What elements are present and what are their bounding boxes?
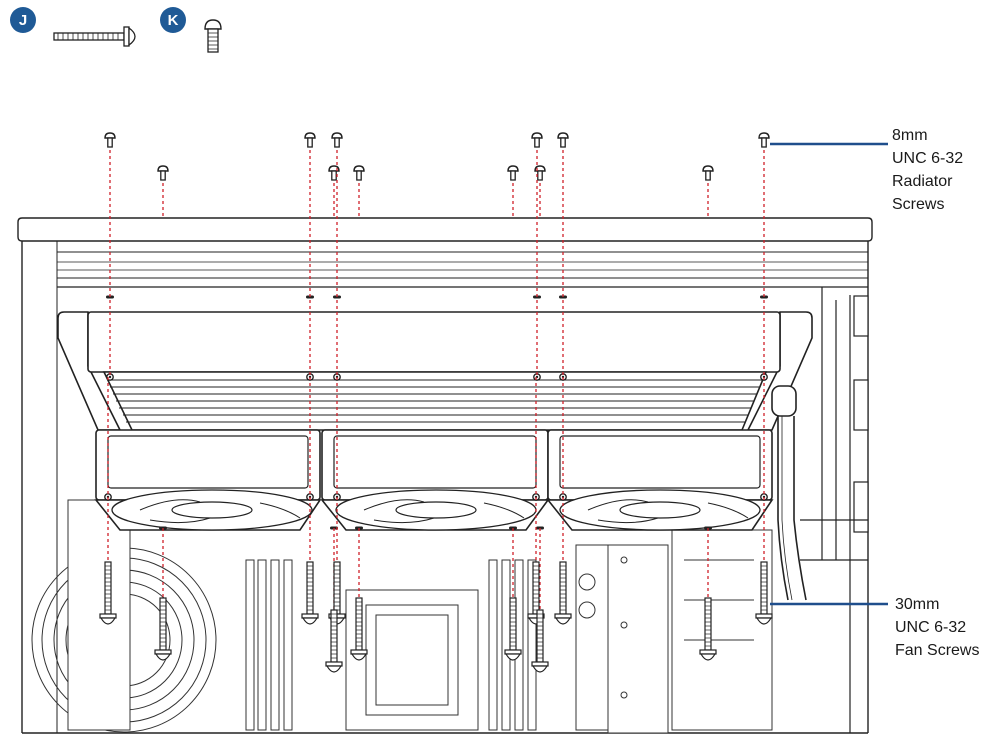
callout-line: Fan Screws bbox=[895, 642, 980, 659]
fan-center bbox=[320, 429, 550, 531]
fan-left bbox=[94, 429, 322, 531]
radiator-guide-lines bbox=[109, 150, 765, 377]
radiator-screws-callout: 8mm UNC 6-32 Radiator Screws bbox=[892, 124, 963, 216]
radiator-screw bbox=[104, 132, 116, 148]
callout-leaders bbox=[770, 142, 888, 606]
callout-line: 8mm bbox=[892, 127, 928, 144]
radiator-screw bbox=[758, 132, 770, 148]
fan-screw bbox=[301, 561, 319, 625]
coolant-tubes bbox=[771, 385, 807, 601]
callout-line: Screws bbox=[892, 196, 945, 213]
radiator-screw bbox=[331, 132, 343, 148]
radiator bbox=[57, 311, 813, 431]
callout-line: UNC 6-32 bbox=[892, 150, 964, 167]
callout-line: UNC 6-32 bbox=[895, 619, 967, 636]
fan-screw bbox=[350, 597, 368, 661]
fan-screws bbox=[99, 561, 773, 673]
badge-k: K bbox=[160, 7, 186, 33]
fan-screw bbox=[554, 561, 572, 625]
radiator-screw bbox=[304, 132, 316, 148]
callout-line: 30mm bbox=[895, 596, 940, 613]
fan-screw bbox=[755, 561, 773, 625]
radiator-screw bbox=[353, 165, 365, 181]
fan-screw bbox=[154, 597, 172, 661]
fan-screws-callout: 30mm UNC 6-32 Fan Screws bbox=[895, 593, 979, 662]
motherboard bbox=[31, 499, 773, 734]
case-top-panel bbox=[17, 217, 873, 734]
fan-screw bbox=[325, 609, 343, 673]
case-right-wall bbox=[800, 287, 869, 733]
callout-line: Radiator bbox=[892, 173, 953, 190]
parts-legend bbox=[53, 19, 222, 53]
long-screw-icon bbox=[53, 26, 136, 47]
radiator-screw bbox=[507, 165, 519, 181]
radiator-screws bbox=[104, 132, 770, 181]
radiator-screw bbox=[702, 165, 714, 181]
fan-screw bbox=[531, 609, 549, 673]
radiator-screw bbox=[157, 165, 169, 181]
radiator-screw bbox=[531, 132, 543, 148]
fan-screw bbox=[99, 561, 117, 625]
fan-screw bbox=[699, 597, 717, 661]
fan-screw bbox=[504, 597, 522, 661]
fan-screw bbox=[527, 561, 545, 625]
radiator-screw bbox=[557, 132, 569, 148]
short-screw-icon bbox=[204, 19, 222, 53]
badge-j: J bbox=[10, 7, 36, 33]
fan-right bbox=[546, 429, 774, 531]
